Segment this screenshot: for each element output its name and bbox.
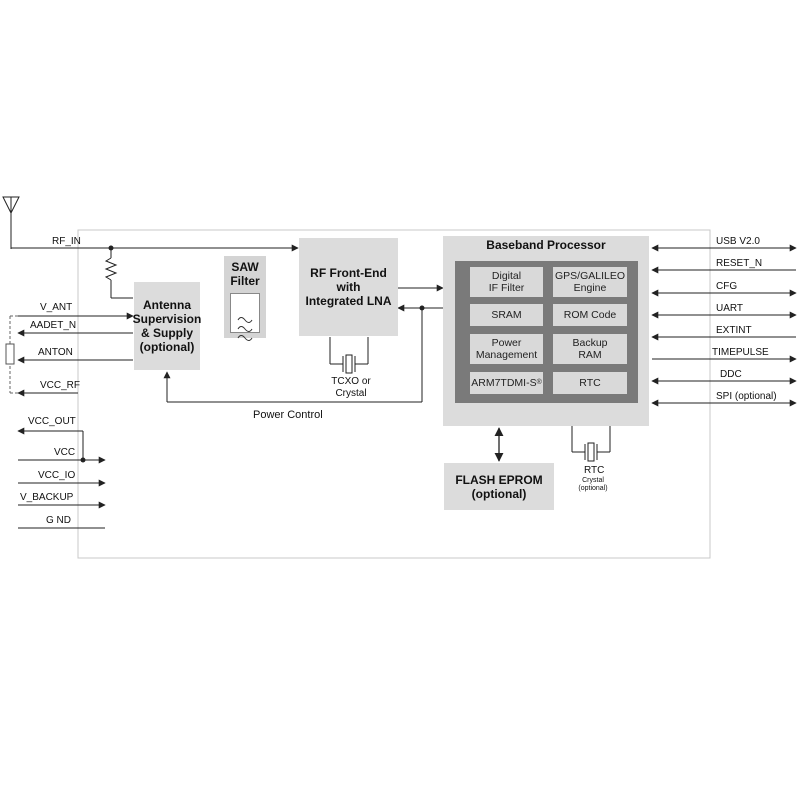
tcxo-label: TCXO or Crystal — [331, 376, 371, 399]
uart-label: UART — [716, 303, 744, 314]
baseband-title: Baseband Processor — [486, 238, 606, 252]
extint-label: EXTINT — [716, 325, 752, 336]
saw-filter-label: SAW Filter — [230, 260, 260, 288]
gnd-label: G ND — [46, 515, 71, 526]
gps-galileo-engine-module: GPS/GALILEO Engine — [553, 267, 627, 297]
external-resistor — [5, 343, 15, 365]
registered-mark: ® — [536, 379, 542, 386]
spi-label: SPI (optional) — [716, 391, 777, 402]
flash-eprom-block: FLASH EPROM (optional) — [444, 463, 554, 510]
rtc-crystal-icon — [571, 426, 611, 462]
cfg-label: CFG — [716, 281, 738, 292]
rf-in-label: RF_IN — [52, 236, 81, 247]
ddc-label: DDC — [720, 369, 742, 380]
vcc-rf-label: VCC_RF — [40, 380, 81, 391]
antenna-icon — [2, 196, 20, 249]
power-management-module: Power Management — [470, 334, 543, 364]
vcc-out-label: VCC_OUT — [28, 416, 76, 427]
rtc-module: RTC — [553, 372, 627, 394]
rf-frontend-block: RF Front-End with Integrated LNA — [299, 238, 398, 336]
rtc-crystal-optional-label: Crystal (optional) — [578, 477, 608, 492]
rtc-crystal-label: RTC — [584, 465, 605, 476]
timepulse-label: TIMEPULSE — [712, 347, 769, 358]
digital-if-filter-module: Digital IF Filter — [470, 267, 543, 297]
v-ant-label: V_ANT — [40, 302, 73, 313]
anton-label: ANTON — [38, 347, 73, 358]
arm-core-module: ARM7TDMI-S® — [470, 372, 543, 394]
usb-label: USB V2.0 — [716, 236, 760, 247]
reset-n-label: RESET_N — [716, 258, 763, 269]
backup-ram-module: Backup RAM — [553, 334, 627, 364]
external-antenna-circuit — [9, 315, 18, 394]
saw-filter-block: SAW Filter — [224, 256, 266, 341]
vcc-label: VCC — [54, 447, 76, 458]
filter-icon — [230, 293, 260, 341]
module-outline — [77, 229, 711, 559]
power-control-label: Power Control — [253, 409, 323, 421]
tcxo-crystal-icon — [329, 337, 369, 374]
rom-code-module: ROM Code — [553, 304, 627, 326]
antenna-supervision-block: Antenna Supervision & Supply (optional) — [133, 282, 201, 370]
power-control-path — [167, 308, 423, 403]
v-backup-label: V_BACKUP — [20, 492, 74, 503]
arm-core-label: ARM7TDMI-S — [471, 377, 537, 389]
aadet-n-label: AADET_N — [30, 320, 77, 331]
bias-resistor — [104, 248, 133, 299]
vcc-io-label: VCC_IO — [38, 470, 76, 481]
sram-module: SRAM — [470, 304, 543, 326]
vcc-junction — [80, 457, 86, 463]
